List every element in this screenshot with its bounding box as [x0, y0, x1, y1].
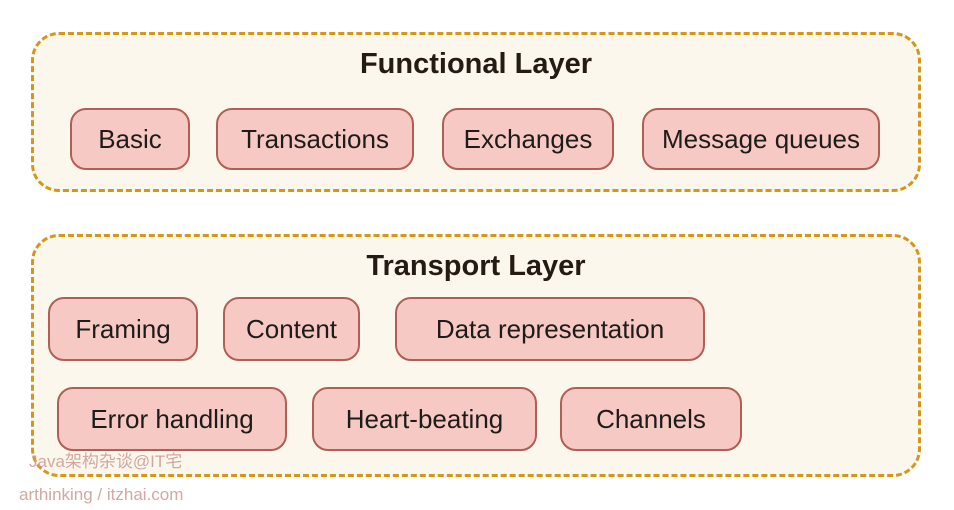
- node-framing: Framing: [48, 297, 198, 361]
- functional-layer-title: Functional Layer: [359, 48, 593, 80]
- watermark-brand-text: Java架构杂谈@IT宅: [29, 452, 183, 471]
- transport-layer-row-2: Error handling Heart-beating Channels: [34, 387, 918, 451]
- node-error-handling: Error handling: [57, 387, 287, 451]
- transport-layer-row-1: Framing Content Data representation: [34, 297, 918, 361]
- node-content: Content: [223, 297, 360, 361]
- node-basic: Basic: [70, 108, 190, 170]
- node-transactions: Transactions: [216, 108, 414, 170]
- node-heart-beating: Heart-beating: [312, 387, 537, 451]
- functional-layer-container: Functional Layer Basic Transactions Exch…: [31, 32, 921, 192]
- functional-layer-row: Basic Transactions Exchanges Message que…: [34, 108, 918, 170]
- watermark-site-text: arthinking / itzhai.com: [19, 485, 184, 504]
- node-data-representation: Data representation: [395, 297, 705, 361]
- node-message-queues: Message queues: [642, 108, 880, 170]
- transport-layer-title: Transport Layer: [366, 250, 586, 282]
- transport-layer-container: Transport Layer Framing Content Data rep…: [31, 234, 921, 477]
- node-channels: Channels: [560, 387, 742, 451]
- node-exchanges: Exchanges: [442, 108, 614, 170]
